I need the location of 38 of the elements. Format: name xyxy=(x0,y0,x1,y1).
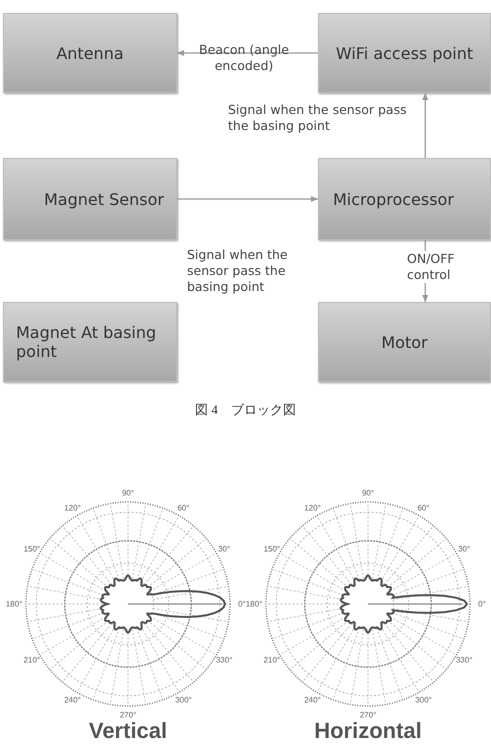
angle-label: 330° xyxy=(456,655,472,664)
angle-label: 180° xyxy=(246,600,262,608)
edge-label: Beacon (angle encoded) xyxy=(198,42,290,74)
angle-label: 210° xyxy=(24,655,40,664)
plot-title: Vertical xyxy=(88,718,168,744)
process-box: Microprocessor xyxy=(318,158,491,240)
angle-label: 0° xyxy=(478,600,486,608)
arrow xyxy=(177,196,318,202)
angle-label: 90° xyxy=(122,488,134,498)
process-box: Magnet Sensor xyxy=(3,158,177,240)
angle-label: 60° xyxy=(417,503,430,512)
process-box: Antenna xyxy=(3,13,177,93)
angle-label: 150° xyxy=(264,544,280,553)
angle-label: 180° xyxy=(6,600,22,608)
process-box: Motor xyxy=(318,302,491,382)
plot-title: Horizontal xyxy=(314,718,422,744)
figure-caption: 図 4 ブロック図 xyxy=(194,401,297,419)
angle-label: 60° xyxy=(177,503,190,512)
angle-label: 330° xyxy=(216,655,232,664)
angle-label: 30° xyxy=(458,544,470,553)
angle-label: 90° xyxy=(362,488,374,498)
angle-label: 30° xyxy=(218,544,230,553)
angle-label: 150° xyxy=(24,544,40,553)
angle-label: 270° xyxy=(120,710,136,720)
angle-label: 0° xyxy=(238,600,246,608)
angle-label: 120° xyxy=(304,503,321,512)
angle-label: 300° xyxy=(415,696,432,705)
angle-label: 240° xyxy=(64,696,81,705)
process-box: Magnet At basing point xyxy=(3,302,177,382)
angle-label: 270° xyxy=(360,710,376,720)
angle-label: 300° xyxy=(175,696,192,705)
edge-label: Signal when the sensor pass the basing point xyxy=(228,102,408,134)
arrow xyxy=(177,50,318,56)
arrow xyxy=(422,93,428,158)
angle-label: 240° xyxy=(304,696,321,705)
angle-label: 210° xyxy=(264,655,280,664)
angle-label: 120° xyxy=(64,503,81,512)
process-box: WiFi access point xyxy=(318,13,491,93)
